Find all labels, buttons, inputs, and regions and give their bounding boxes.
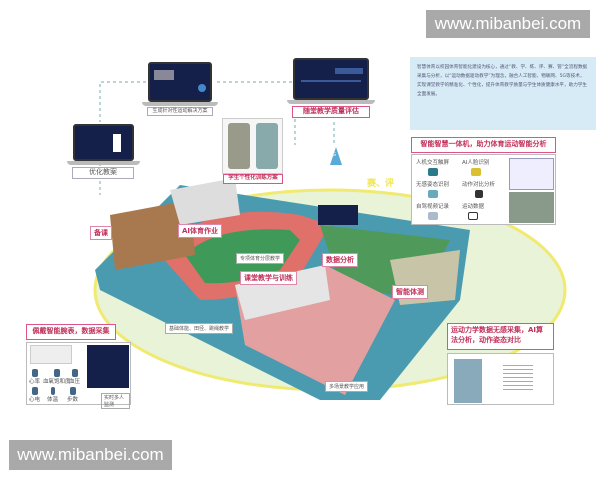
phone-1 [228,123,250,169]
motion-title: 运动力学数据无感采集，AI算法分析，动作姿态对比 [447,323,554,350]
tag-class-training: 课堂教学与训练 [240,271,297,285]
arc-text: 赛、评 [367,179,395,189]
label-quality-eval: 随堂教学质量评估 [292,106,370,118]
phones-panel [222,118,283,174]
screenshot-app [509,158,554,190]
metric-steps: 步数 [67,385,78,403]
tag-smart-test: 智能体测 [392,285,428,299]
metric-temp: 体温 [47,385,58,403]
tag-prep: 备课 [90,226,112,240]
label-lesson-plan: 优化教案 [72,167,134,179]
label-personal-plan: 学生个性化训练方案 [223,174,283,184]
laptop-solution [142,62,218,106]
tag-basic: 基础体能、田径、跳绳教学 [165,323,234,334]
analysis-text [503,362,533,390]
rocket-label: 5G [329,152,337,158]
feature-face: AI人脸识别 [462,158,489,176]
watch-image [30,345,72,364]
laptop-lesson-plan [67,124,140,165]
watermark-bottom: www.mibanbei.com [9,440,172,470]
court-wall [235,265,330,320]
label-solution: 生成针对性运动解决方案 [147,107,213,116]
metric-blood-pressure: 血压 [69,367,80,385]
machine-title: 智能智慧一体机，助力体育运动智能分析 [411,137,556,153]
metric-oxygen: 血氧饱和度 [43,367,71,385]
feature-video: 自驾视频记录 [416,202,449,220]
metric-heart-rate: 心率 [29,367,40,385]
display-screen [318,205,358,225]
monitor-screen [87,345,129,388]
realtime-monitor-button[interactable]: 实时多人监测 [101,393,130,409]
watch-panel: 心率 血氧饱和度 血压 心电 体温 步数 实时多人监测 [26,342,131,409]
feature-compare: 动作对比分析 [462,180,495,198]
info-panel: 智慧体育以校园体育智能化建设为核心，通过“教、学、练、评、赛、管”全流程数据采集… [410,57,596,130]
tag-multi-scene: 多场景教学应用 [325,381,369,392]
feature-touch: 人机交互触屏 [416,158,449,176]
feature-pose: 无感姿态识别 [416,180,449,198]
tag-ai-homework: AI体育作业 [178,224,223,238]
athlete-photo [454,359,482,403]
metric-ecg: 心电 [29,385,40,403]
machine-features: 人机交互触屏 AI人脸识别 无感姿态识别 动作对比分析 自驾视频记录 运动数据 [411,154,556,225]
school-building [110,200,195,270]
feature-data: 运动数据 [462,202,484,220]
tag-layered: 专项体育分层教学 [236,253,285,264]
motion-panel [447,353,554,405]
laptop-quality-eval [287,58,375,104]
tag-data-analysis: 数据分析 [322,253,358,267]
classroom [170,178,240,225]
watermark-top: www.mibanbei.com [426,10,590,38]
phone-2 [256,123,278,169]
watch-title: 佩戴智能腕表，数据采集 [26,324,116,340]
rocket-icon [330,147,342,165]
screenshot-video [509,192,554,223]
